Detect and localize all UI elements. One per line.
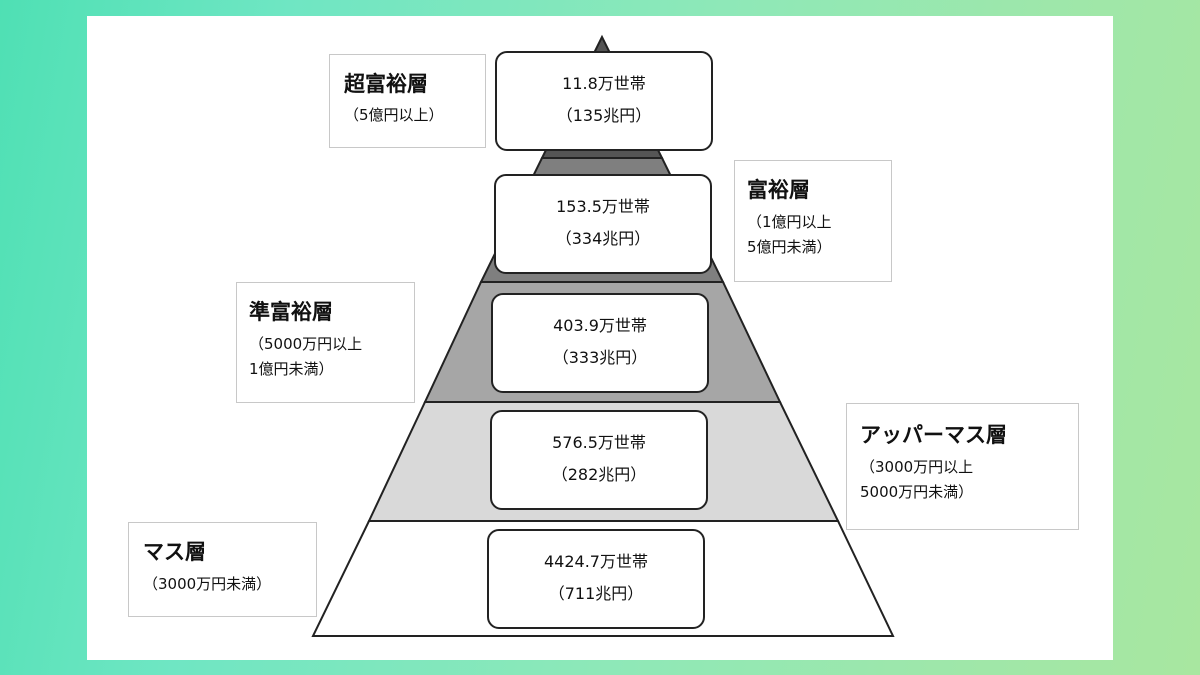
tier-3-stat-box: 576.5万世帯 （282兆円） bbox=[490, 410, 708, 510]
tier-0-label-box: 超富裕層 （5億円以上） bbox=[329, 54, 486, 148]
tier-2-label-box: 準富裕層 （5000万円以上 1億円未満） bbox=[236, 282, 415, 403]
tier-2-stat-box: 403.9万世帯 （333兆円） bbox=[491, 293, 709, 393]
tier-1-assets: （334兆円） bbox=[555, 229, 651, 248]
tier-2-range: （5000万円以上 1億円未満） bbox=[249, 335, 363, 378]
tier-4-name: マス層 bbox=[143, 540, 206, 564]
tier-4-households: 4424.7万世帯 bbox=[544, 552, 648, 571]
tier-1-label-box: 富裕層 （1億円以上 5億円未満） bbox=[734, 160, 892, 282]
tier-3-range: （3000万円以上 5000万円未満） bbox=[860, 458, 974, 501]
tier-4-range: （3000万円未満） bbox=[143, 575, 272, 593]
tier-0-households: 11.8万世帯 bbox=[562, 74, 646, 93]
tier-0-stat-box: 11.8万世帯 （135兆円） bbox=[495, 51, 713, 151]
tier-3-households: 576.5万世帯 bbox=[552, 433, 646, 452]
tier-3-assets: （282兆円） bbox=[551, 465, 647, 484]
tier-3-name: アッパーマス層 bbox=[860, 423, 1007, 447]
tier-4-assets: （711兆円） bbox=[548, 584, 644, 603]
tier-1-households: 153.5万世帯 bbox=[556, 197, 650, 216]
tier-2-name: 準富裕層 bbox=[249, 300, 333, 324]
tier-1-name: 富裕層 bbox=[747, 178, 810, 202]
tier-3-label-box: アッパーマス層 （3000万円以上 5000万円未満） bbox=[846, 403, 1079, 530]
tier-4-stat-box: 4424.7万世帯 （711兆円） bbox=[487, 529, 705, 629]
tier-0-range: （5億円以上） bbox=[344, 106, 444, 124]
tier-1-stat-box: 153.5万世帯 （334兆円） bbox=[494, 174, 712, 274]
tier-4-label-box: マス層 （3000万円未満） bbox=[128, 522, 317, 617]
tier-2-assets: （333兆円） bbox=[552, 348, 648, 367]
tier-0-assets: （135兆円） bbox=[556, 106, 652, 125]
tier-0-name: 超富裕層 bbox=[344, 72, 428, 96]
tier-2-households: 403.9万世帯 bbox=[553, 316, 647, 335]
tier-1-range: （1億円以上 5億円未満） bbox=[747, 213, 832, 256]
